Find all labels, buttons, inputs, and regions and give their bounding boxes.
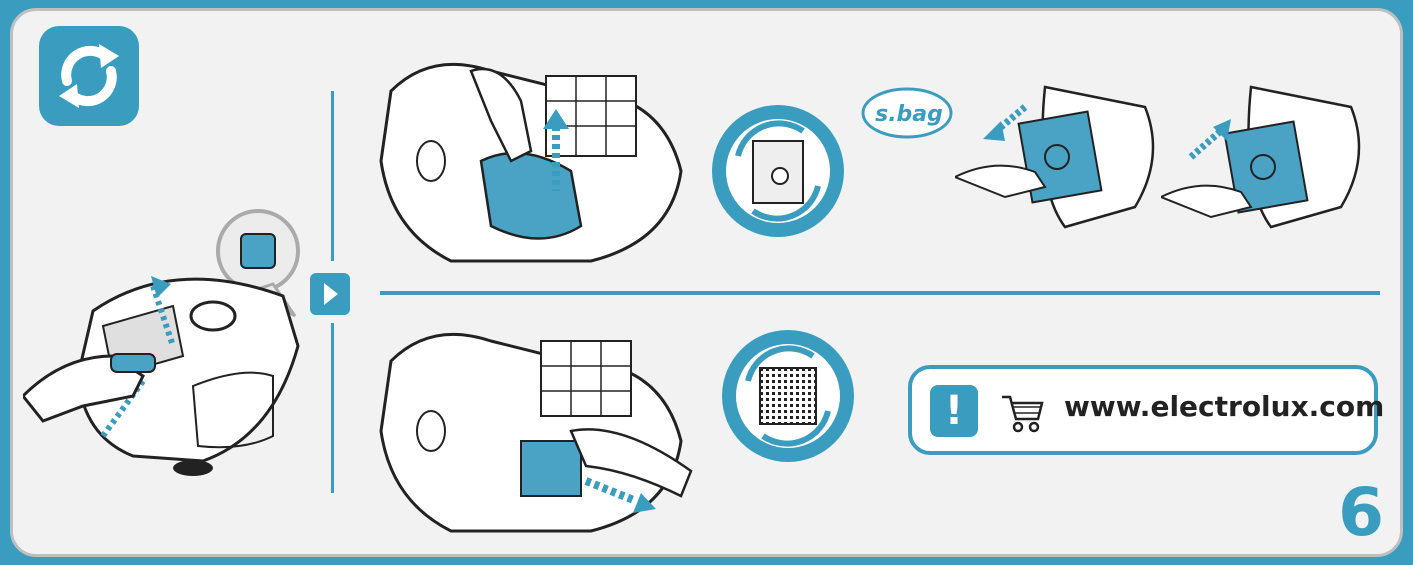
refresh-sync-icon <box>39 26 139 126</box>
spare-parts-info-box: ! www.electrolux.com <box>908 365 1378 455</box>
vacuum-open-lid-illustration <box>23 206 313 486</box>
instruction-panel: s.bag <box>10 8 1403 557</box>
vertical-divider-top <box>331 91 334 261</box>
bag-insert-step-illustration <box>1161 77 1371 247</box>
svg-text:s.bag: s.bag <box>875 102 943 127</box>
bag-remove-step-illustration <box>955 77 1165 237</box>
chevron-right-icon <box>310 273 350 315</box>
bag-replace-cycle-icon <box>708 101 848 241</box>
horizontal-divider <box>380 291 1380 295</box>
vacuum-filter-removal-illustration <box>371 321 701 541</box>
s-bag-logo: s.bag <box>861 85 953 141</box>
vertical-divider-bottom <box>331 323 334 493</box>
exclamation-icon: ! <box>930 385 978 437</box>
filter-replace-cycle-icon <box>718 326 858 466</box>
vacuum-bag-removal-illustration <box>371 51 701 271</box>
page-number: 6 <box>1338 480 1384 546</box>
shopping-cart-icon <box>1000 391 1044 433</box>
website-url-link[interactable]: www.electrolux.com <box>1064 390 1384 423</box>
